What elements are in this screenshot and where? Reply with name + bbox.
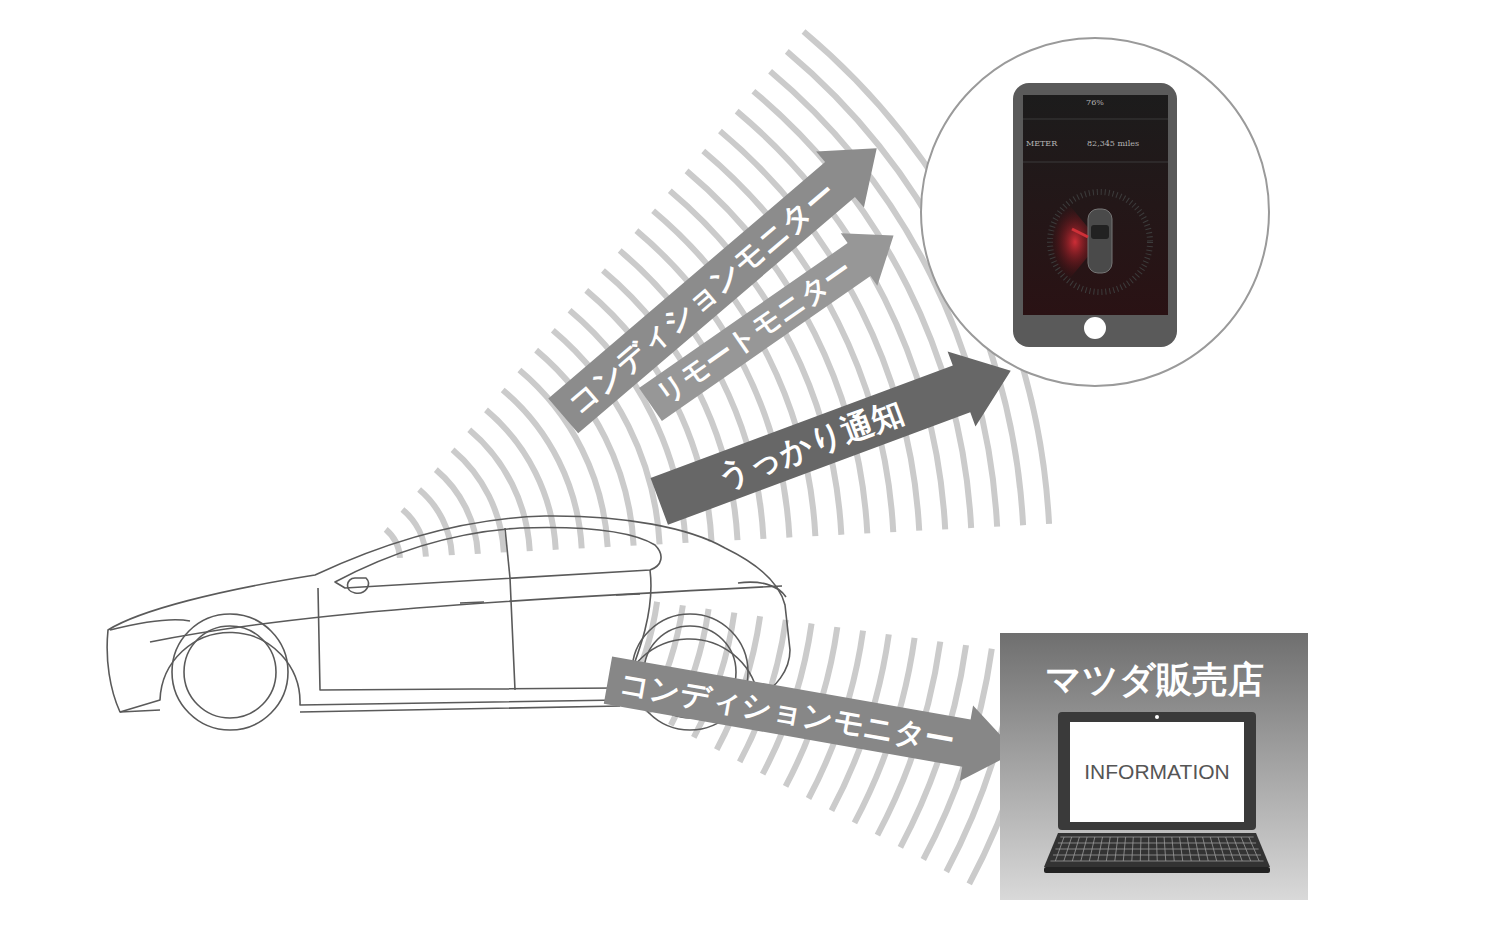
car-pillar <box>505 528 510 578</box>
screen-readout: METER <box>1026 140 1057 148</box>
arrow-fill <box>645 333 1024 539</box>
arrow-fill <box>601 642 1022 790</box>
laptop-bezel <box>1058 712 1256 830</box>
car-headlight <box>110 620 190 630</box>
car-taillight <box>738 582 786 597</box>
phone-home-button <box>1084 317 1106 339</box>
car-mirror <box>347 578 368 593</box>
screen-dial <box>1050 192 1150 292</box>
screen-car-icon <box>1088 209 1112 273</box>
car-handle <box>460 594 640 603</box>
dealer-panel: マツダ販売店 INFORMATION <box>1000 633 1308 900</box>
screen-text: INFORMATION <box>1084 760 1229 783</box>
phone-callout: 76% METER 82,345 miles <box>920 37 1270 387</box>
screen-readout: 82,345 miles <box>1087 140 1139 148</box>
service-arrow: コンディションモニター <box>601 642 1022 790</box>
callout-circle <box>921 38 1269 386</box>
phone-screen <box>1023 95 1168 315</box>
screen-car-window <box>1091 225 1109 239</box>
car-rim <box>184 626 276 718</box>
car-door-line <box>318 570 651 690</box>
phone-body <box>1013 83 1177 347</box>
laptop-screen: INFORMATION <box>1070 722 1244 822</box>
screen-divider <box>1023 119 1168 162</box>
laptop-keyboard <box>1044 833 1270 867</box>
laptop-keys <box>1050 837 1263 861</box>
phone-illustration <box>920 37 1270 387</box>
car-wheel <box>172 614 288 730</box>
screen-open-door <box>1072 229 1088 237</box>
laptop-camera <box>1155 715 1159 719</box>
arrow-fill <box>539 120 900 444</box>
wave-arc <box>453 450 504 553</box>
wave-arc <box>436 470 478 554</box>
laptop-base <box>1044 867 1270 873</box>
wave-arc <box>402 509 425 556</box>
car-window <box>335 528 661 588</box>
dealer-ground <box>1000 633 1308 900</box>
car-sill <box>120 706 620 712</box>
dealer-name: マツダ販売店 <box>1045 660 1264 700</box>
screen-readout: 76% <box>1086 99 1104 107</box>
